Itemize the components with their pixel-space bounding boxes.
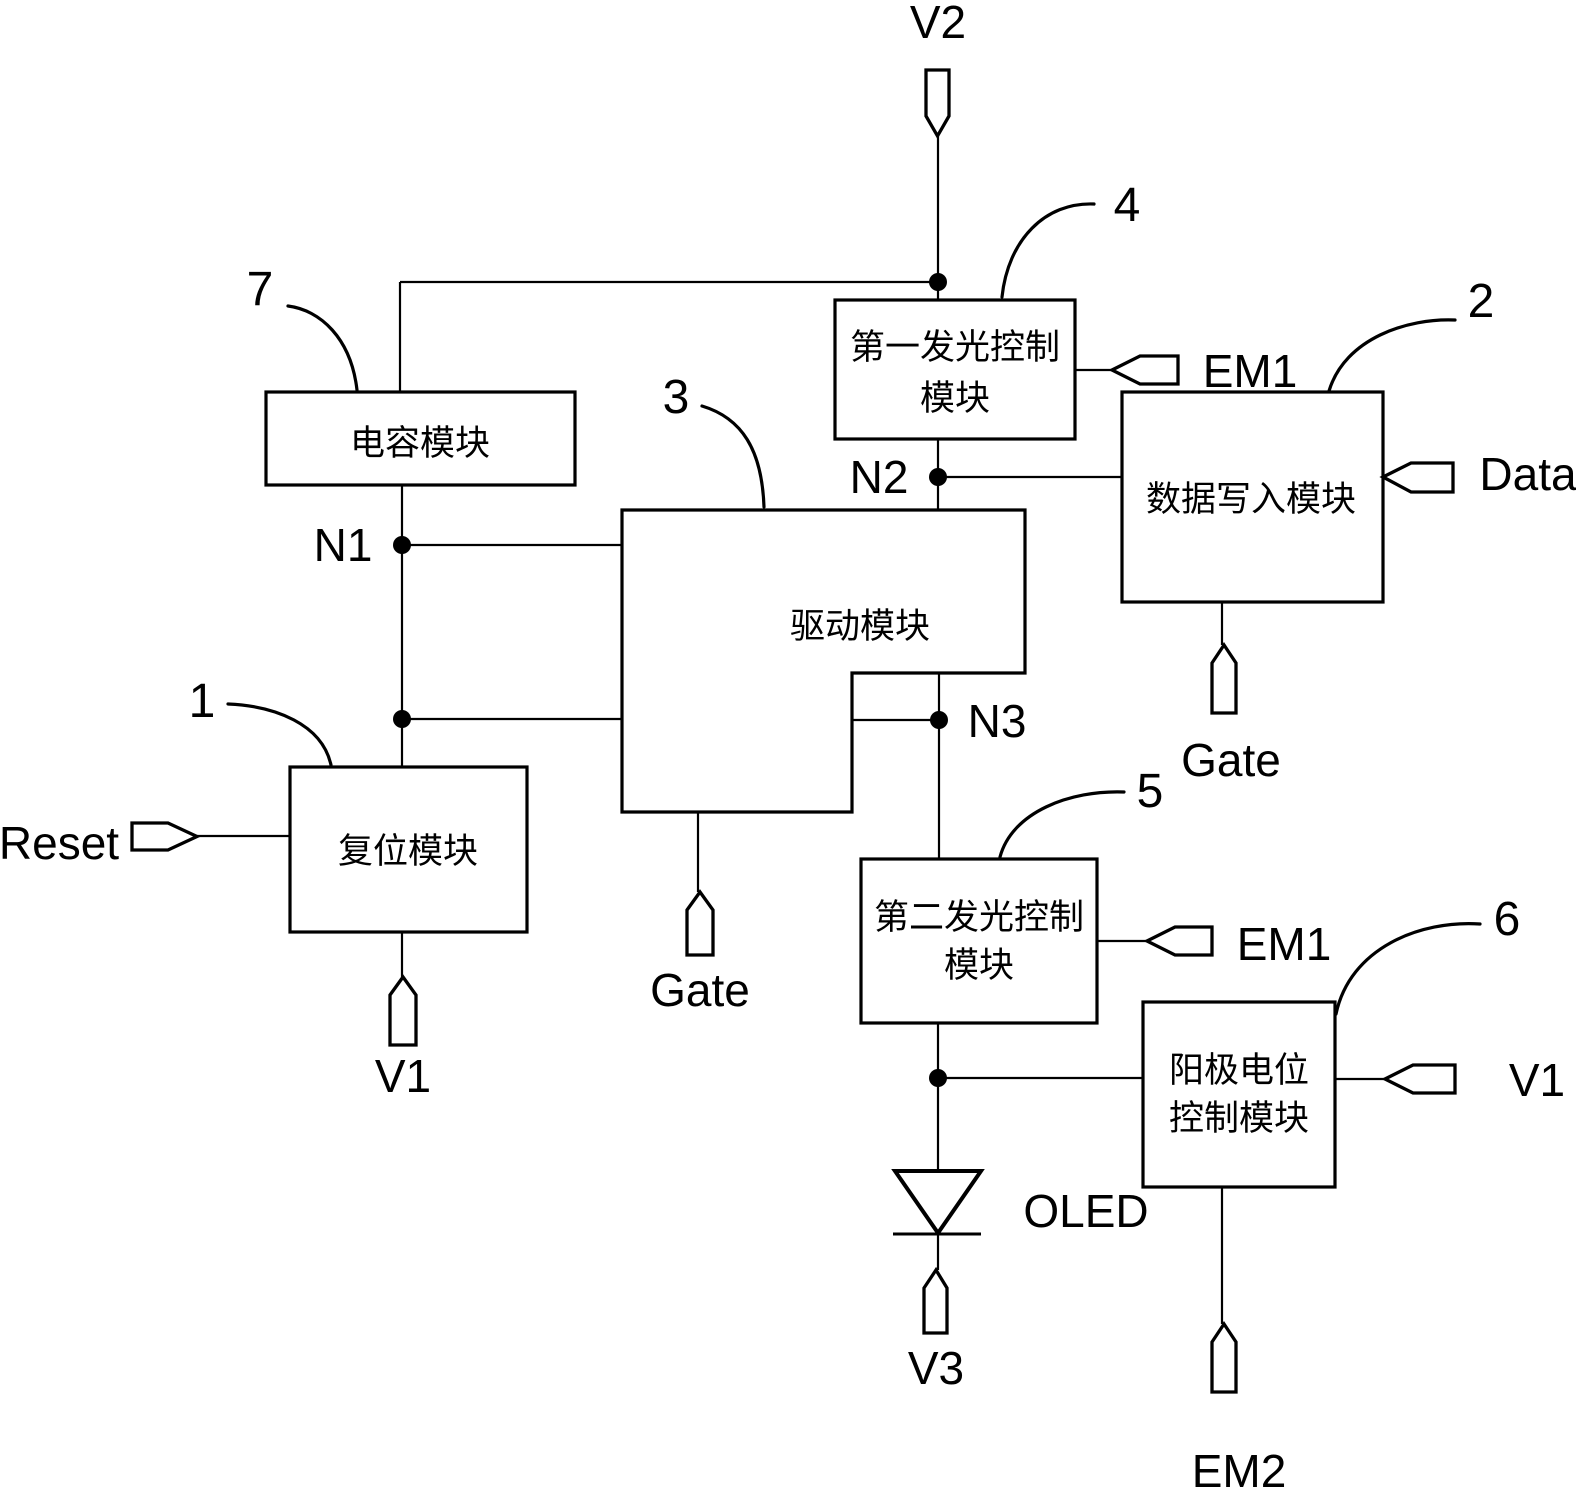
block-capacitor bbox=[264, 390, 577, 487]
block-second-emission-label-line1: 第二发光控制 bbox=[874, 898, 1084, 937]
port-gate-data-label: Gate bbox=[1181, 734, 1281, 786]
ref-label-5: 5 bbox=[1137, 765, 1164, 818]
port-em1-second-label: EM1 bbox=[1237, 918, 1332, 970]
port-data-label: Data bbox=[1479, 448, 1576, 500]
block-anode-control-label-line2: 控制模块 bbox=[1169, 1099, 1309, 1138]
port-v2-label: V2 bbox=[910, 0, 966, 48]
block-driving-label: 驱动模块 bbox=[790, 607, 930, 646]
ref-label-1: 1 bbox=[189, 675, 216, 728]
block-anode-control-label-line1: 阳极电位 bbox=[1169, 1051, 1309, 1090]
block-second-emission-control bbox=[859, 857, 1099, 1025]
reset-right-arrow-icon bbox=[130, 821, 201, 852]
port-gate-driving-label: Gate bbox=[650, 964, 750, 1016]
block-first-emission-label-line2: 模块 bbox=[920, 379, 990, 418]
oled-diode-icon bbox=[891, 1169, 985, 1237]
block-capacitor-label: 电容模块 bbox=[350, 424, 490, 463]
ref-label-4: 4 bbox=[1114, 179, 1141, 232]
v3-up-arrow-icon bbox=[922, 1266, 949, 1335]
block-reset-label: 复位模块 bbox=[338, 832, 478, 871]
block-anode-control bbox=[1141, 1000, 1337, 1189]
port-v1-anode-label: V1 bbox=[1509, 1054, 1565, 1106]
block-driving bbox=[620, 508, 1027, 814]
ref-label-2: 2 bbox=[1468, 275, 1495, 328]
ref-label-7: 7 bbox=[247, 263, 274, 316]
block-first-emission-control bbox=[833, 298, 1077, 441]
port-reset-label: Reset bbox=[0, 817, 119, 869]
v2-down-arrow-icon bbox=[924, 68, 951, 140]
gate-driving-up-arrow-icon bbox=[685, 889, 715, 957]
node-n3-dot bbox=[930, 711, 948, 729]
ref-label-3: 3 bbox=[663, 371, 690, 424]
v1-reset-up-arrow-icon bbox=[388, 974, 418, 1047]
node-n1-dot bbox=[393, 536, 411, 554]
em1-first-left-arrow-icon bbox=[1108, 354, 1180, 386]
node-n2-label: N2 bbox=[850, 451, 909, 503]
leader-ref-2 bbox=[1327, 318, 1457, 393]
em2-up-arrow-icon bbox=[1210, 1321, 1238, 1394]
node-n1-label: N1 bbox=[314, 519, 373, 571]
leader-ref-3 bbox=[700, 404, 766, 509]
port-v1-reset-label: V1 bbox=[375, 1050, 431, 1102]
leader-ref-4 bbox=[1000, 202, 1096, 299]
leader-ref-6 bbox=[1334, 922, 1482, 1016]
leader-ref-5 bbox=[998, 790, 1126, 859]
port-em1-first-label: EM1 bbox=[1203, 345, 1298, 397]
block-second-emission-label-line2: 模块 bbox=[944, 946, 1014, 985]
node-n2-dot bbox=[929, 468, 947, 486]
gate-data-up-arrow-icon bbox=[1210, 642, 1238, 715]
block-data-write-label: 数据写入模块 bbox=[1146, 480, 1356, 519]
leader-ref-7 bbox=[286, 304, 359, 392]
data-left-arrow-icon bbox=[1379, 461, 1455, 494]
node-n3-label: N3 bbox=[968, 695, 1027, 747]
block-reset bbox=[288, 765, 529, 934]
port-v3-label: V3 bbox=[908, 1342, 964, 1394]
port-em2-label: EM2 bbox=[1192, 1445, 1287, 1489]
v1-anode-left-arrow-icon bbox=[1381, 1063, 1457, 1095]
ref-label-6: 6 bbox=[1494, 893, 1521, 946]
junction-dot-oled bbox=[929, 1069, 947, 1087]
junction-dot-top bbox=[929, 273, 947, 291]
em1-second-left-arrow-icon bbox=[1143, 925, 1214, 957]
junction-dot-left-lower bbox=[393, 710, 411, 728]
oled-anode-triangle bbox=[891, 1169, 985, 1237]
block-first-emission-label-line1: 第一发光控制 bbox=[850, 328, 1060, 367]
leader-ref-1 bbox=[226, 702, 333, 767]
oled-device-label: OLED bbox=[1023, 1185, 1148, 1237]
block-data-write bbox=[1120, 390, 1385, 604]
